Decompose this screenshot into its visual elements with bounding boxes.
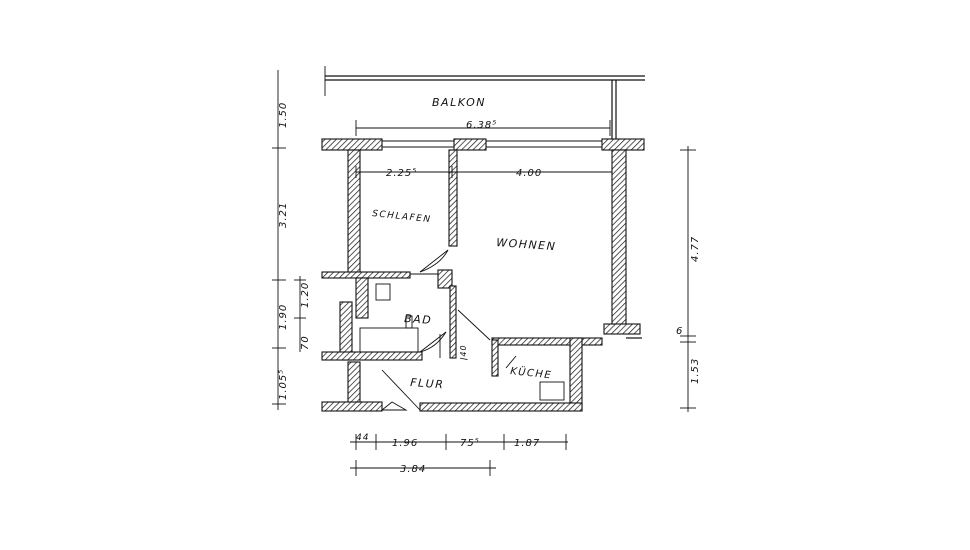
room-label-wohnen: WOHNEN — [496, 236, 557, 253]
dim-bottom-75: 75⁵ — [460, 438, 480, 449]
room-label-flur: FLUR — [410, 376, 445, 391]
dim-bad-120: 1.20 — [300, 282, 311, 308]
bathroom — [321, 269, 457, 361]
room-label-bad: BAD — [404, 312, 433, 327]
dim-bad-70: 70 — [300, 335, 311, 350]
room-label-balkon: BALKON — [432, 96, 486, 109]
dim-kueche-depth: 1.53 — [690, 358, 701, 384]
kitchen — [491, 337, 603, 411]
top-wall — [321, 138, 645, 151]
dim-shaft: ǀ40 — [459, 344, 468, 360]
dim-schlafen-width: 2.25⁵ — [386, 168, 417, 179]
hallway — [321, 309, 583, 412]
dim-bad-190: 1.90 — [278, 304, 289, 330]
dim-bottom-196: 1.96 — [392, 438, 418, 449]
dim-balcony-width: 6.38⁵ — [466, 120, 497, 131]
balcony — [324, 66, 645, 140]
room-label-schlafen: SCHLAFEN — [372, 209, 432, 225]
dim-kueche-step: 6 — [676, 326, 683, 337]
dim-bottom-44: 44 — [356, 433, 369, 443]
dim-schlafen-depth: 3.21 — [278, 202, 289, 228]
dim-bottom-total: 3.84 — [400, 464, 426, 475]
dimension-lines — [272, 70, 696, 476]
room-label-kueche: KÜCHE — [510, 364, 553, 381]
partition-wall — [448, 149, 458, 247]
dim-wohnen-depth: 4.77 — [690, 236, 701, 262]
dim-balcony-depth: 1.50 — [278, 102, 289, 128]
dim-bottom-187: 1.87 — [514, 438, 540, 449]
dim-wohnen-width: 4.00 — [516, 168, 542, 179]
left-wall — [347, 149, 361, 277]
dim-flur-depth: 1.05⁵ — [278, 369, 289, 400]
right-wall — [611, 149, 627, 331]
